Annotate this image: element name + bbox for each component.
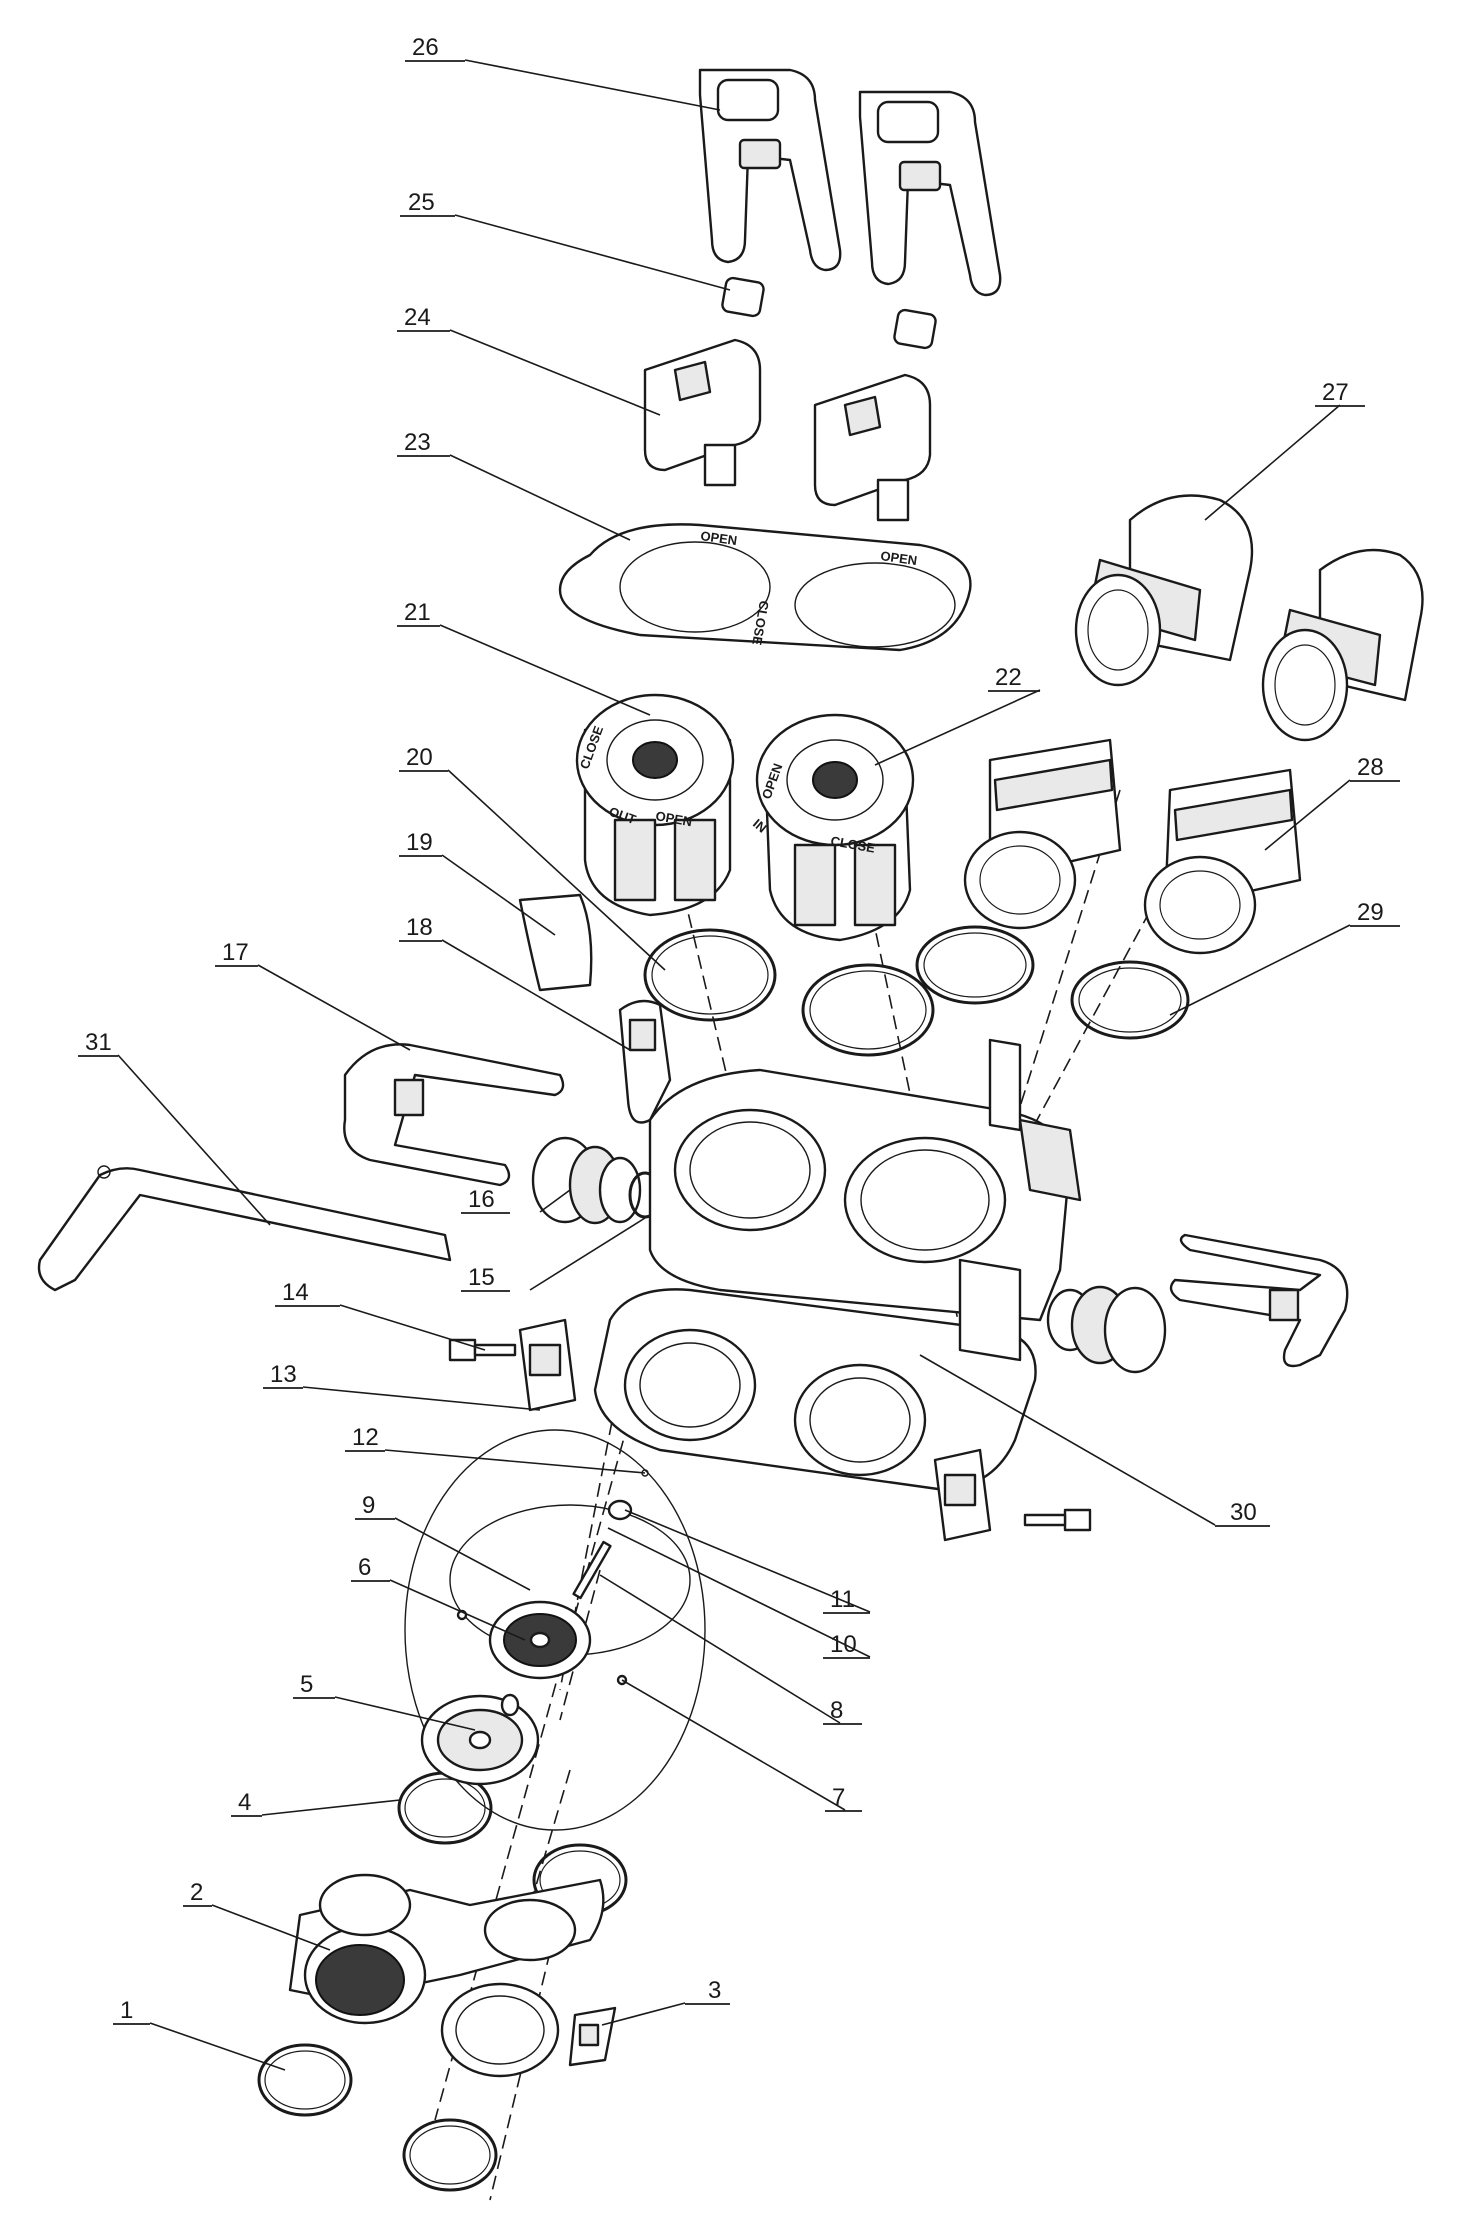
- right-bypass-assembly: [1046, 1233, 1349, 1374]
- part-14-screw: [448, 1338, 1092, 1532]
- callout-6-label: 6: [358, 1554, 371, 1581]
- engraving-open-2: OPEN: [880, 548, 919, 568]
- callout-4-label: 4: [238, 1789, 251, 1816]
- callout-19-label: 19: [406, 829, 433, 856]
- leader-lines: [117, 59, 1351, 2071]
- callout-25: 25: [400, 189, 455, 217]
- callout-18: 18: [399, 914, 442, 942]
- callout-26: 26: [405, 34, 465, 62]
- callout-22: 22: [988, 664, 1040, 692]
- callout-20-label: 20: [406, 744, 433, 771]
- part-31-hex-key: [37, 1165, 452, 1292]
- part-26-clips: [698, 68, 1002, 297]
- callout-7-label: 7: [832, 1784, 845, 1811]
- part-22-cartridge: OPEN CLOSE IN: [750, 713, 915, 942]
- callout-17: 17: [215, 939, 258, 967]
- part-25-caps: [721, 276, 937, 350]
- callout-12: 12: [345, 1424, 385, 1452]
- callout-9: 9: [355, 1492, 395, 1520]
- callout-26-label: 26: [412, 34, 439, 61]
- callout-21: 21: [397, 599, 440, 627]
- callout-1: 1: [113, 1997, 150, 2025]
- callout-5: 5: [293, 1671, 335, 1699]
- callout-21-label: 21: [404, 599, 431, 626]
- engraving-open-21: OPEN: [654, 808, 693, 829]
- callout-30-label: 30: [1230, 1499, 1257, 1526]
- callout-24: 24: [397, 304, 450, 332]
- callout-7: 7: [825, 1784, 862, 1812]
- engraving-open-1: OPEN: [700, 528, 739, 548]
- callout-1-label: 1: [120, 1997, 133, 2024]
- callout-30: 30: [1215, 1499, 1270, 1527]
- part-18-clip: [618, 999, 672, 1124]
- callout-29-label: 29: [1357, 899, 1384, 926]
- callout-12-label: 12: [352, 1424, 379, 1451]
- callout-25-label: 25: [408, 189, 435, 216]
- callout-24-label: 24: [404, 304, 431, 331]
- part-27-elbows: [1074, 494, 1424, 742]
- callout-14-label: 14: [282, 1279, 309, 1306]
- callout-15: 15: [461, 1264, 510, 1292]
- callout-14: 14: [275, 1279, 340, 1307]
- callout-2-label: 2: [190, 1879, 203, 1906]
- callout-3-label: 3: [708, 1977, 721, 2004]
- callout-31-label: 31: [85, 1029, 112, 1056]
- callout-4: 4: [231, 1789, 262, 1817]
- callout-13-label: 13: [270, 1361, 297, 1388]
- callout-2: 2: [183, 1879, 212, 1907]
- callout-23-label: 23: [404, 429, 431, 456]
- callout-23: 23: [397, 429, 450, 457]
- callout-15-label: 15: [468, 1264, 495, 1291]
- callout-8-label: 8: [830, 1697, 843, 1724]
- callout-16: 16: [461, 1186, 510, 1214]
- callout-27: 27: [1315, 379, 1365, 407]
- callout-19: 19: [399, 829, 442, 857]
- callout-22-label: 22: [995, 664, 1022, 691]
- callout-10-label: 10: [830, 1631, 857, 1658]
- callout-11: 11: [823, 1586, 870, 1614]
- callout-27-label: 27: [1322, 379, 1349, 406]
- callout-28: 28: [1350, 754, 1400, 782]
- callout-3: 3: [685, 1977, 730, 2005]
- callout-10: 10: [823, 1631, 870, 1659]
- callout-13: 13: [263, 1361, 303, 1389]
- part-19-flap: [518, 893, 593, 992]
- part-21-cartridge: CLOSE OPEN OUT: [575, 693, 735, 917]
- main-valve-body: [593, 1038, 1082, 1492]
- part-16-plug: [531, 1136, 662, 1225]
- callout-8: 8: [823, 1697, 862, 1725]
- callout-9-label: 9: [362, 1492, 375, 1519]
- callout-20: 20: [399, 744, 448, 772]
- callout-11-label: 11: [830, 1586, 855, 1613]
- callout-5-label: 5: [300, 1671, 313, 1698]
- callout-29: 29: [1350, 899, 1400, 927]
- callout-18-label: 18: [406, 914, 433, 941]
- part-17-bracket: [343, 1043, 565, 1187]
- part-23-label-plate: OPEN OPEN CLOSE: [558, 523, 972, 652]
- callout-17-label: 17: [222, 939, 249, 966]
- callout-6: 6: [351, 1554, 390, 1582]
- part-24-handles: [643, 338, 932, 522]
- callout-16-label: 16: [468, 1186, 495, 1213]
- callout-31: 31: [78, 1029, 118, 1057]
- part-28-connectors: [963, 738, 1302, 955]
- callouts: 26 25 24 23 21 22 20 19: [78, 34, 1400, 2025]
- turbine-cluster: [404, 1429, 706, 1831]
- bypass-adapter: [288, 1873, 617, 2078]
- callout-28-label: 28: [1357, 754, 1384, 781]
- part-13-clip: [518, 1318, 992, 1542]
- o-rings: [257, 925, 1190, 2192]
